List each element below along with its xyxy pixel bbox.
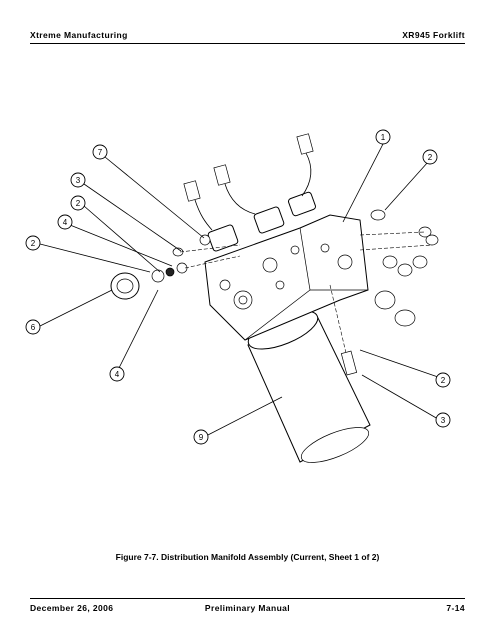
- svg-text:2: 2: [428, 153, 433, 162]
- document-header-right: XR945 Forklift: [402, 30, 465, 40]
- svg-text:4: 4: [115, 370, 120, 379]
- callout-3-left: 3: [70, 172, 86, 188]
- svg-text:9: 9: [199, 433, 204, 442]
- right-fittings: [329, 209, 439, 376]
- footer-title: Preliminary Manual: [204, 603, 291, 613]
- svg-text:4: 4: [63, 218, 68, 227]
- footer-rule: [30, 598, 465, 599]
- manifold-block: [204, 214, 369, 341]
- callout-7: 7: [92, 144, 108, 160]
- callout-4-bottom: 4: [109, 366, 125, 382]
- solenoid-valves: [183, 133, 317, 252]
- callout-3-bottom-right: 3: [435, 412, 451, 428]
- callout-1: 1: [375, 129, 391, 145]
- callout-2-top-right: 2: [422, 149, 438, 165]
- svg-text:2: 2: [31, 239, 36, 248]
- callout-4-left: 4: [57, 214, 73, 230]
- callout-2-left-upper: 2: [70, 195, 86, 211]
- footer-date: December 26, 2006: [30, 603, 114, 613]
- svg-text:2: 2: [441, 376, 446, 385]
- document-header-left: Xtreme Manufacturing: [30, 30, 128, 40]
- svg-text:3: 3: [441, 416, 446, 425]
- filter-canister: [247, 310, 371, 463]
- manifold-assembly-drawing: 1 2 3 2 4 2 6 7 2 3 4 9: [25, 129, 451, 463]
- svg-text:3: 3: [76, 176, 81, 185]
- figure-caption: Figure 7-7. Distribution Manifold Assemb…: [115, 552, 380, 562]
- callout-2-left-lower: 2: [25, 235, 41, 251]
- callout-2-bottom-right: 2: [435, 372, 451, 388]
- svg-text:7: 7: [98, 148, 103, 157]
- page-number: 7-14: [446, 603, 465, 613]
- svg-text:2: 2: [76, 199, 81, 208]
- left-fittings: [110, 234, 241, 300]
- header-rule: [30, 43, 465, 44]
- svg-text:6: 6: [31, 323, 36, 332]
- callout-leaders: [39, 143, 439, 438]
- callout-9: 9: [193, 429, 209, 445]
- callout-6: 6: [25, 319, 41, 335]
- svg-text:1: 1: [381, 133, 386, 142]
